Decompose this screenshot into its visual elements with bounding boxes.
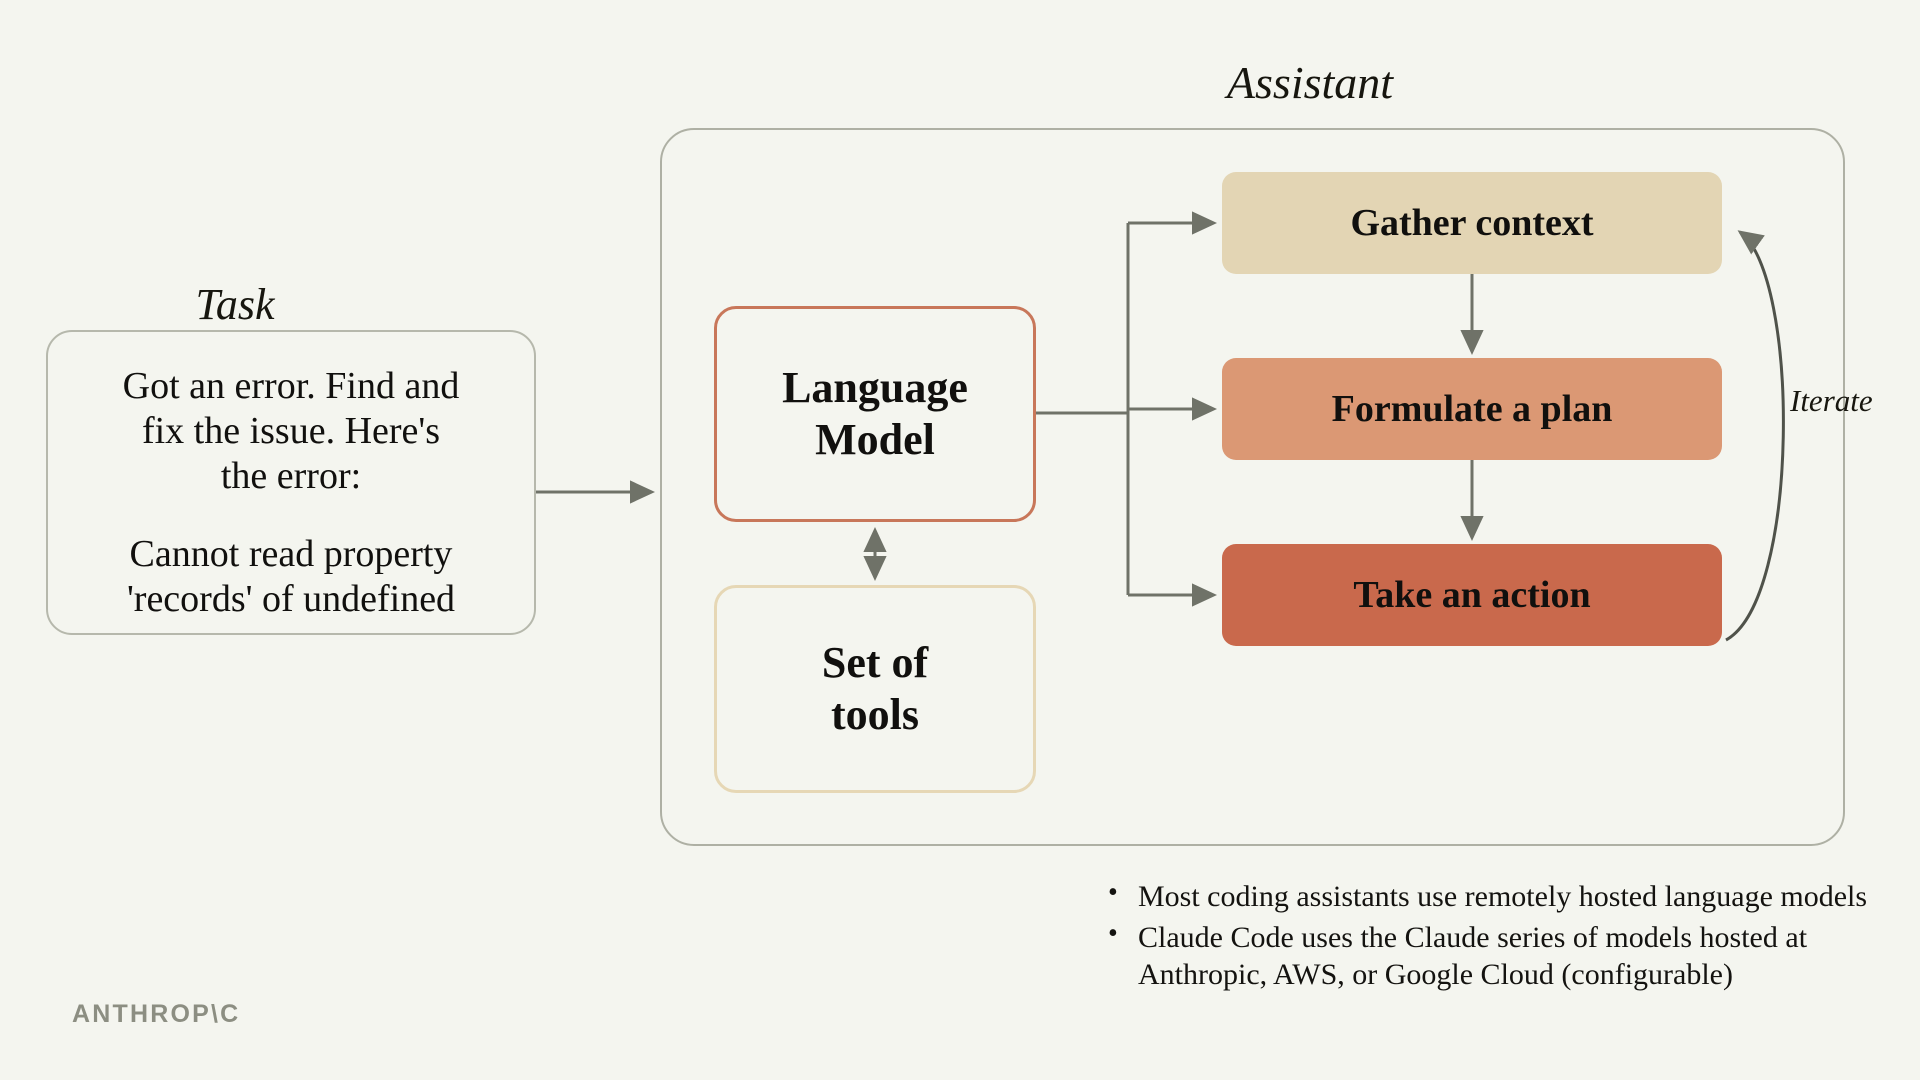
set-of-tools-label: Set of tools bbox=[822, 637, 928, 741]
set-of-tools-line-2: tools bbox=[831, 690, 919, 739]
formulate-plan-box: Formulate a plan bbox=[1222, 358, 1722, 460]
task-caption: Task bbox=[195, 280, 275, 329]
task-line-1: Got an error. Find and bbox=[122, 365, 460, 407]
language-model-box: Language Model bbox=[714, 306, 1036, 522]
assistant-container bbox=[660, 128, 1845, 846]
task-box: Got an error. Find and fix the issue. He… bbox=[46, 330, 536, 635]
task-error-line-1: Cannot read property bbox=[129, 533, 453, 576]
note-bullet: Most coding assistants use remotely host… bbox=[1100, 876, 1900, 915]
task-line-2: fix the issue. Here's bbox=[141, 409, 441, 452]
task-text: Got an error. Find and fix the issue. He… bbox=[74, 348, 508, 622]
gather-context-label: Gather context bbox=[1350, 201, 1594, 244]
set-of-tools-box: Set of tools bbox=[714, 585, 1036, 793]
formulate-plan-label: Formulate a plan bbox=[1331, 387, 1613, 430]
iterate-label: Iterate bbox=[1790, 383, 1873, 418]
note-bullet: Claude Code uses the Claude series of mo… bbox=[1100, 917, 1900, 993]
anthropic-wordmark: ANTHROP\C bbox=[72, 1000, 241, 1028]
set-of-tools-line-1: Set of bbox=[821, 638, 929, 688]
language-model-line-1: Language bbox=[782, 363, 968, 413]
task-line-3: the error: bbox=[220, 454, 362, 497]
take-action-box: Take an action bbox=[1222, 544, 1722, 646]
language-model-line-2: Model bbox=[815, 415, 935, 464]
notes-list: Most coding assistants use remotely host… bbox=[1100, 876, 1900, 998]
language-model-label: Language Model bbox=[782, 362, 968, 466]
gather-context-box: Gather context bbox=[1222, 172, 1722, 274]
assistant-caption: Assistant bbox=[1226, 57, 1394, 108]
task-error-line-2: 'records' of undefined bbox=[126, 578, 456, 621]
task-blank-line bbox=[74, 498, 508, 532]
take-action-label: Take an action bbox=[1353, 573, 1591, 616]
